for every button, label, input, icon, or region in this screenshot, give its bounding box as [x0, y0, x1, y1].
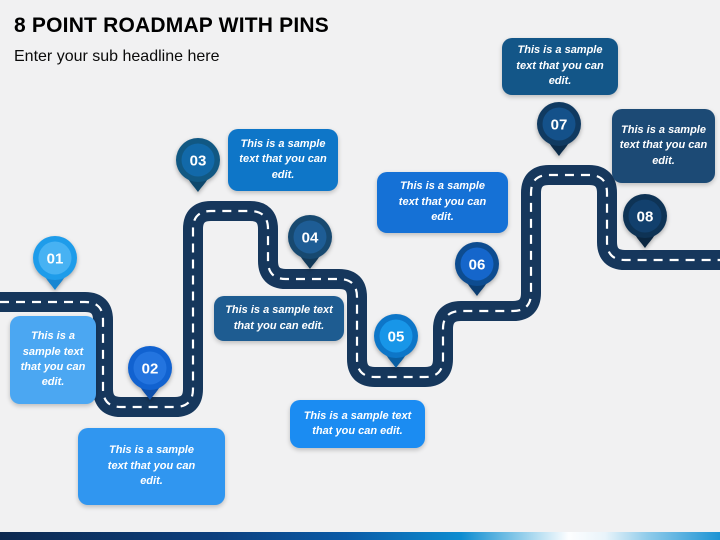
callout-03[interactable]: This is a sample text that you can edit. — [228, 129, 338, 191]
pin-number: 08 — [637, 208, 654, 225]
sub-headline[interactable]: Enter your sub headline here — [14, 48, 220, 65]
pin-number: 02 — [142, 360, 159, 377]
callout-06[interactable]: This is a sample text that you can edit. — [377, 172, 508, 233]
pin-07[interactable]: 07 — [534, 100, 584, 158]
pin-03[interactable]: 03 — [173, 136, 223, 194]
pin-05[interactable]: 05 — [371, 312, 421, 370]
pin-inner-circle — [628, 199, 662, 233]
page-title[interactable]: 8 POINT ROADMAP WITH PINS — [14, 14, 329, 37]
pin-inner-circle — [293, 220, 327, 254]
pin-number: 03 — [190, 152, 207, 169]
pin-08[interactable]: 08 — [620, 192, 670, 250]
callout-07[interactable]: This is a sample text that you can edit. — [502, 38, 618, 95]
callout-05[interactable]: This is a sample text that you can edit. — [290, 400, 425, 448]
pin-number: 01 — [47, 250, 64, 267]
pin-inner-circle — [460, 247, 494, 281]
callout-02[interactable]: This is a sample text that you can edit. — [78, 428, 225, 505]
pin-inner-circle — [133, 351, 167, 385]
callout-08[interactable]: This is a sample text that you can edit. — [612, 109, 715, 183]
pin-06[interactable]: 06 — [452, 240, 502, 298]
callout-04[interactable]: This is a sample text that you can edit. — [214, 296, 344, 341]
pin-inner-circle — [181, 143, 215, 177]
pin-inner-circle — [542, 107, 576, 141]
pin-02[interactable]: 02 — [125, 344, 175, 402]
pin-number: 06 — [469, 256, 486, 273]
callout-01[interactable]: This is a sample text that you can edit. — [10, 316, 96, 404]
pin-inner-circle — [379, 319, 413, 353]
pin-01[interactable]: 01 — [30, 234, 80, 292]
pin-number: 04 — [302, 229, 319, 246]
pin-number: 05 — [388, 328, 405, 345]
footer-gradient-bar — [0, 532, 720, 540]
pin-inner-circle — [38, 241, 72, 275]
pin-number: 07 — [551, 116, 568, 133]
pin-04[interactable]: 04 — [285, 213, 335, 271]
road-body — [0, 165, 720, 417]
road-center-dashes — [0, 173, 720, 409]
